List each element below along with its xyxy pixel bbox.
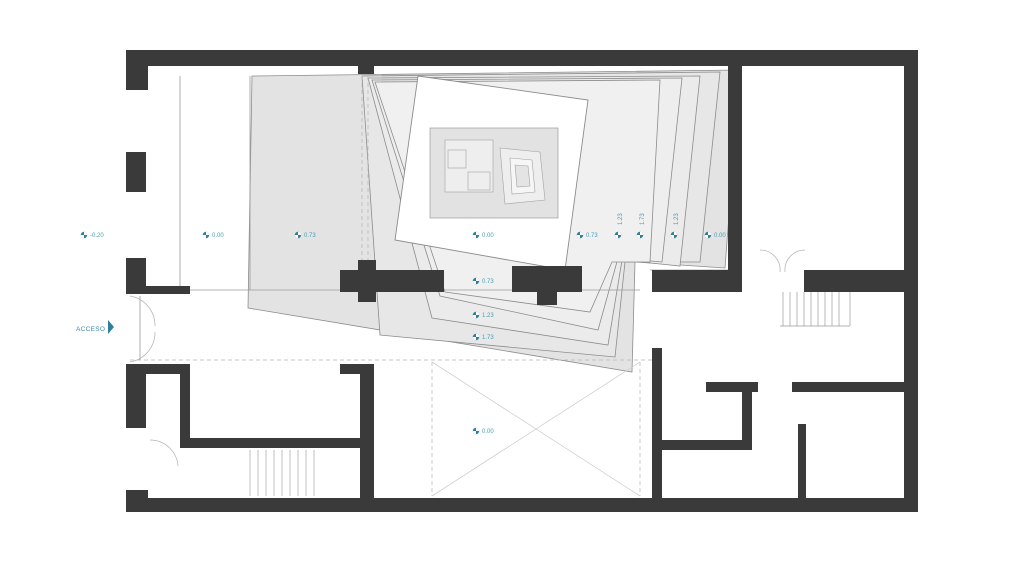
level-label: 1.23 <box>482 313 494 319</box>
level-label: 0.73 <box>586 233 598 239</box>
level-label: 0.73 <box>304 233 316 239</box>
access-label: ACCESO <box>76 326 105 333</box>
level-marker-right-a: 0.73 <box>576 231 598 239</box>
level-label: -0.20 <box>90 233 104 239</box>
stairs-upper-right <box>780 292 851 327</box>
level-marker-street: -0.20 <box>80 231 104 239</box>
level-marker-entry: 0.00 <box>202 231 224 239</box>
level-marker-right-e: 0.00 <box>704 231 726 239</box>
level-label: 1.73 <box>482 335 494 341</box>
model-detail <box>444 139 546 205</box>
level-label: 1.23 <box>674 213 680 225</box>
level-label: 0.00 <box>212 233 224 239</box>
level-label: 1.73 <box>640 213 646 225</box>
level-marker-center: 0.00 <box>472 231 494 239</box>
level-marker-lower-a: 0.73 <box>472 277 494 285</box>
level-label: 0.00 <box>482 233 494 239</box>
access-arrow-icon <box>108 320 114 334</box>
level-marker-right-b: 1.23 <box>614 213 624 239</box>
walls <box>126 50 918 512</box>
level-marker-platform-left: 0.73 <box>294 231 316 239</box>
level-label: 0.73 <box>482 279 494 285</box>
level-marker-right-c: 1.73 <box>636 213 646 239</box>
door-swings <box>129 249 806 467</box>
stepped-platform <box>247 69 741 373</box>
level-marker-right-d: 1.23 <box>670 213 680 239</box>
level-marker-lower-c: 1.73 <box>472 333 494 341</box>
level-marker-void: 0.00 <box>472 427 494 435</box>
level-label: 0.00 <box>714 233 726 239</box>
stairs-lower-left <box>249 450 315 496</box>
level-label: 1.23 <box>618 213 624 225</box>
level-label: 0.00 <box>482 429 494 435</box>
access-indicator: ACCESO <box>76 320 114 334</box>
level-marker-lower-b: 1.23 <box>472 311 494 319</box>
